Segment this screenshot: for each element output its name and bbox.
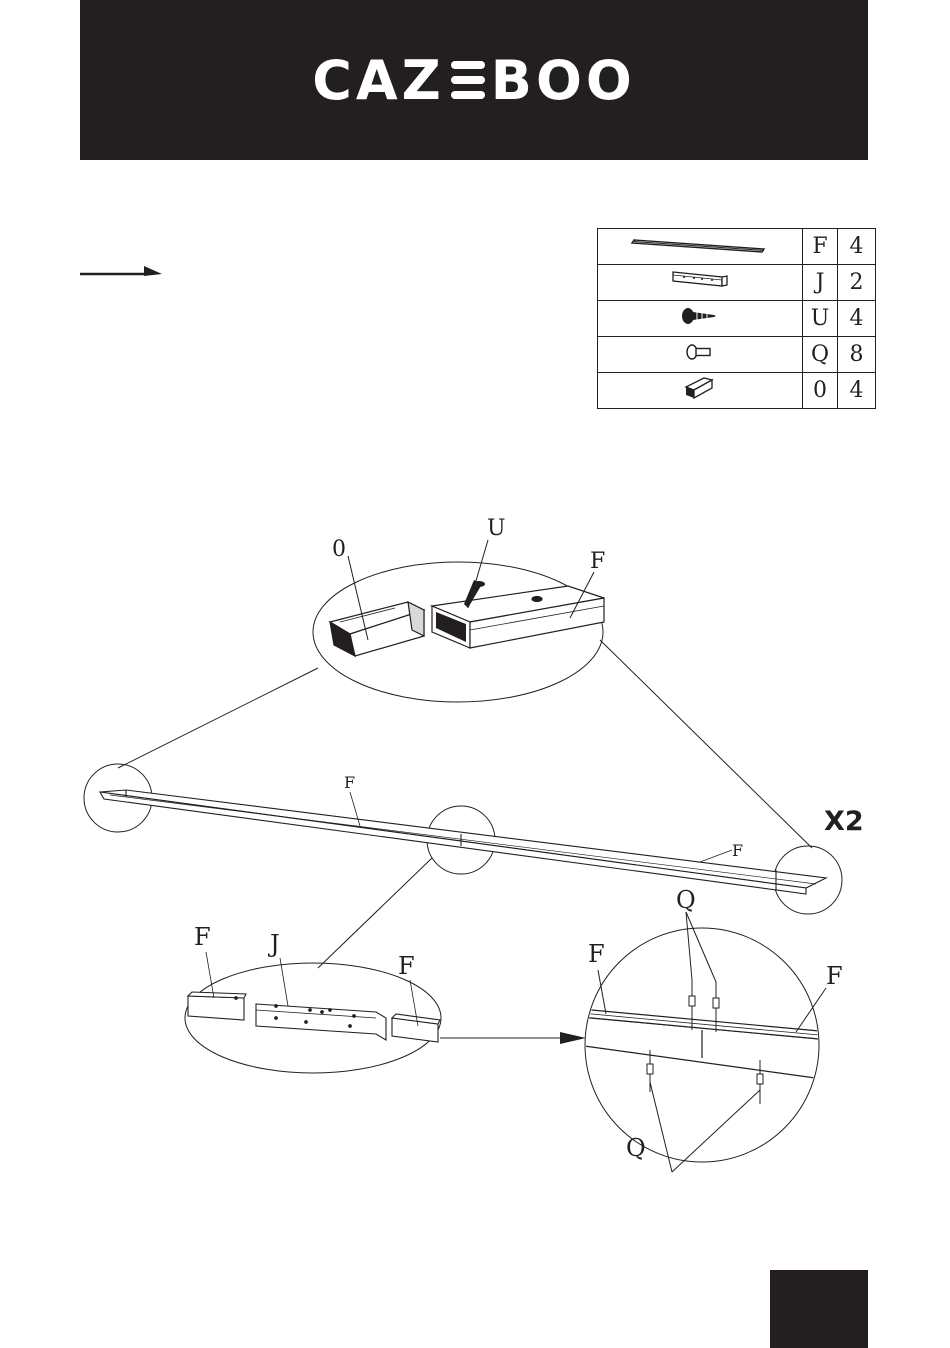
label-bl-plate: J — [267, 930, 280, 958]
part-image-cell — [598, 337, 803, 373]
step-arrow-icon — [80, 262, 162, 280]
bottom-left-parts — [188, 992, 440, 1042]
parts-row: Q 8 — [598, 337, 876, 373]
leader-line — [280, 958, 288, 1006]
part-image-cell — [598, 373, 803, 409]
part-qty: 8 — [838, 337, 876, 373]
part-code: F — [803, 229, 838, 265]
label-bl-bar-left: F — [194, 923, 211, 951]
label-bl-bar-right: F — [398, 952, 415, 980]
label-bolts-bottom: Q — [626, 1134, 646, 1162]
leader-line — [118, 668, 318, 768]
part-code: U — [803, 301, 838, 337]
leader-line — [700, 850, 732, 862]
header-banner: CAZ BOO — [80, 0, 868, 160]
page-number-box — [770, 1270, 868, 1348]
label-bar-top: F — [590, 549, 605, 574]
label-br-bar-right: F — [826, 962, 843, 990]
part-qty: 4 — [838, 373, 876, 409]
leader-line — [318, 858, 432, 968]
parts-row: J 2 — [598, 265, 876, 301]
screw-icon — [680, 304, 720, 328]
part-image-cell — [598, 301, 803, 337]
label-screw: U — [487, 516, 506, 541]
label-cap: 0 — [332, 537, 346, 562]
parts-row: F 4 — [598, 229, 876, 265]
part-code: 0 — [803, 373, 838, 409]
parts-row: U 4 — [598, 301, 876, 337]
part-qty: 4 — [838, 301, 876, 337]
part-qty: 4 — [838, 229, 876, 265]
long-bar-icon — [630, 234, 770, 254]
brand-logo: CAZ BOO — [80, 0, 868, 160]
assembly-diagram: 0 U F F F F J F F F Q Q — [0, 480, 950, 1220]
end-cap-icon — [682, 375, 718, 401]
bar-end-detail — [432, 586, 604, 648]
brand-right: BOO — [491, 49, 636, 112]
brand-wordmark: CAZ BOO — [312, 49, 636, 112]
label-br-bar-left: F — [588, 940, 605, 968]
connector-plate-icon — [670, 268, 730, 292]
label-bolts-top: Q — [676, 886, 696, 914]
quantity-multiplier: X2 — [824, 806, 864, 837]
label-main-bar-left: F — [344, 773, 355, 792]
parts-row: 0 4 — [598, 373, 876, 409]
parts-list-table: F 4 J 2 U 4 — [597, 228, 876, 409]
bottom-right-joined-bar — [570, 912, 830, 1172]
part-code: Q — [803, 337, 838, 373]
part-image-cell — [598, 265, 803, 301]
label-main-bar-right: F — [732, 841, 743, 860]
brand-e-glyph — [451, 61, 485, 99]
part-image-cell — [598, 229, 803, 265]
bolt-icon — [685, 342, 715, 362]
part-qty: 2 — [838, 265, 876, 301]
leader-line — [600, 640, 812, 848]
part-code: J — [803, 265, 838, 301]
transfer-arrow-icon — [440, 1032, 586, 1044]
leader-line — [206, 952, 214, 998]
brand-left: CAZ — [312, 49, 445, 112]
end-cap-detail — [330, 602, 424, 656]
